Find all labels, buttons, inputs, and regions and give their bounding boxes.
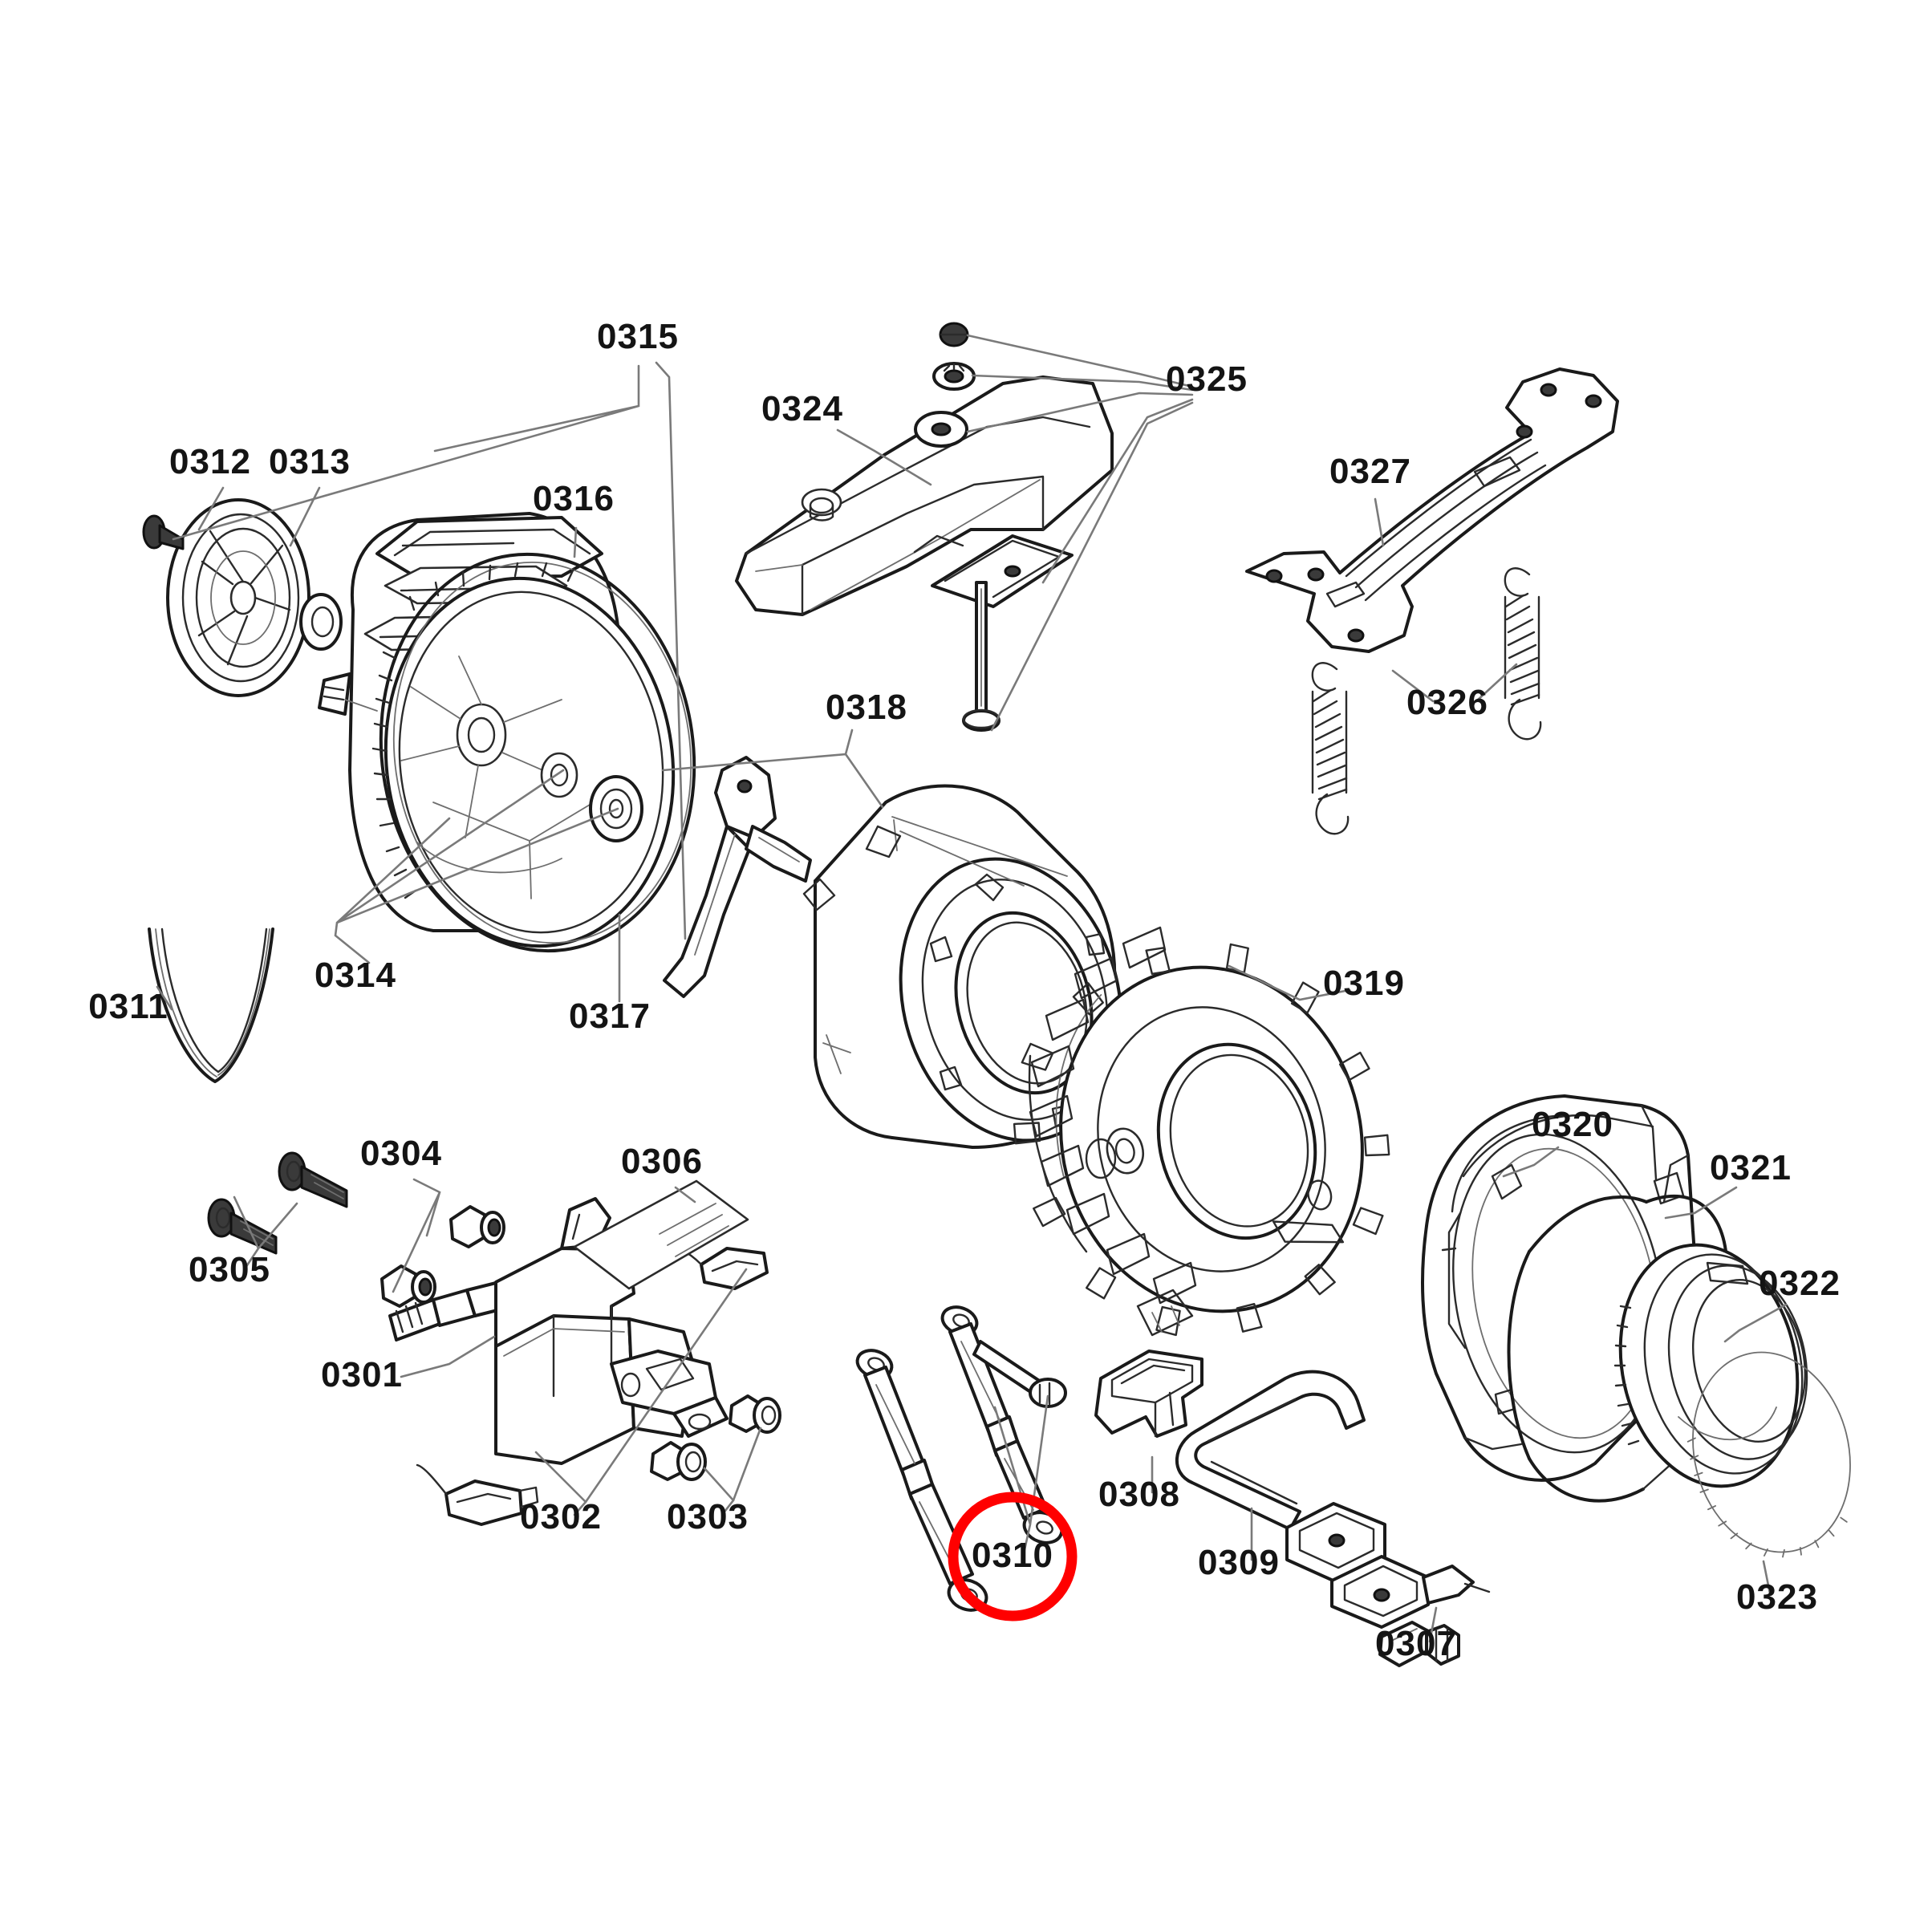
- part-counterweight-fixings[interactable]: [914, 322, 1000, 732]
- callout-0317: 0317: [569, 996, 651, 1036]
- part-data-label-sheet[interactable]: [573, 1179, 749, 1290]
- part-heater-retainer-bracket[interactable]: [1094, 1350, 1203, 1438]
- part-motor-screw-b[interactable]: [278, 1151, 348, 1208]
- callout-0314: 0314: [315, 956, 396, 995]
- callout-0309: 0309: [1198, 1543, 1280, 1582]
- part-tub-rear-half[interactable]: [318, 512, 696, 965]
- part-drive-belt[interactable]: [148, 927, 274, 1083]
- callout-0318: 0318: [826, 688, 907, 727]
- nut-icon: [939, 322, 969, 347]
- washer-icon: [932, 362, 976, 391]
- highlight-annotation-circle: [948, 1492, 1078, 1622]
- part-motor-mount-bolt-b[interactable]: [449, 1205, 505, 1248]
- callout-0304: 0304: [360, 1134, 442, 1173]
- callout-0319: 0319: [1323, 964, 1405, 1003]
- part-suspension-spring-left[interactable]: [1311, 662, 1350, 835]
- callout-0301: 0301: [321, 1355, 403, 1394]
- part-drive-motor[interactable]: [388, 1197, 729, 1465]
- part-drum-front-flange[interactable]: [978, 905, 1425, 1374]
- part-motor-grommet-upper[interactable]: [729, 1394, 781, 1434]
- bolt-icon: [962, 581, 1000, 732]
- callout-0324: 0324: [761, 389, 843, 428]
- callout-labels: 0312 0313 0315 0316 0314 0317 0311 0318 …: [88, 317, 1841, 1663]
- callout-0326: 0326: [1406, 683, 1488, 722]
- callout-0303: 0303: [667, 1497, 749, 1536]
- part-heating-element[interactable]: [1175, 1370, 1491, 1629]
- callout-0311: 0311: [88, 987, 168, 1026]
- callout-0306: 0306: [621, 1142, 703, 1181]
- part-door-seal-bellows[interactable]: [1507, 1194, 1824, 1503]
- part-shock-absorber-right[interactable]: [939, 1302, 1067, 1548]
- part-bellows-front-lip[interactable]: [1599, 1228, 1824, 1503]
- callout-0315: 0315: [597, 317, 679, 356]
- part-pulley-fixing-screw[interactable]: [142, 514, 185, 550]
- callout-0322: 0322: [1759, 1264, 1841, 1303]
- callout-0308: 0308: [1098, 1475, 1180, 1514]
- callout-0305: 0305: [189, 1250, 270, 1289]
- part-suspension-spring-right[interactable]: [1504, 567, 1542, 741]
- callout-0327: 0327: [1329, 452, 1411, 491]
- seated-washer-icon: [914, 411, 968, 448]
- callout-0310: 0310: [972, 1536, 1053, 1575]
- callout-0313: 0313: [269, 442, 351, 481]
- callout-0321: 0321: [1710, 1148, 1792, 1187]
- part-bellows-clamp-ring[interactable]: [1672, 1336, 1870, 1576]
- callout-0325: 0325: [1166, 359, 1248, 399]
- part-motor-screw-a[interactable]: [207, 1198, 278, 1255]
- part-shaft-seal[interactable]: [299, 593, 343, 651]
- callout-0302: 0302: [520, 1497, 602, 1536]
- callout-0312: 0312: [169, 442, 251, 481]
- part-tub-brace-bar[interactable]: [1245, 367, 1619, 653]
- part-drum-rear-shell[interactable]: [663, 756, 1152, 1166]
- callout-0320: 0320: [1532, 1105, 1613, 1144]
- part-motor-grommet-lower[interactable]: [650, 1441, 707, 1481]
- part-drive-pulley[interactable]: [166, 498, 310, 697]
- part-ntc-temperature-sensor[interactable]: [1378, 1621, 1460, 1667]
- part-motor-mount-bolt-a[interactable]: [380, 1264, 436, 1308]
- callout-0307: 0307: [1375, 1624, 1457, 1663]
- part-wire-connector-lower[interactable]: [416, 1463, 539, 1526]
- part-tub-clamp-ring[interactable]: [355, 534, 719, 971]
- callout-0316: 0316: [533, 479, 615, 518]
- leader-lines: [156, 334, 1788, 1643]
- callout-0323: 0323: [1736, 1577, 1818, 1617]
